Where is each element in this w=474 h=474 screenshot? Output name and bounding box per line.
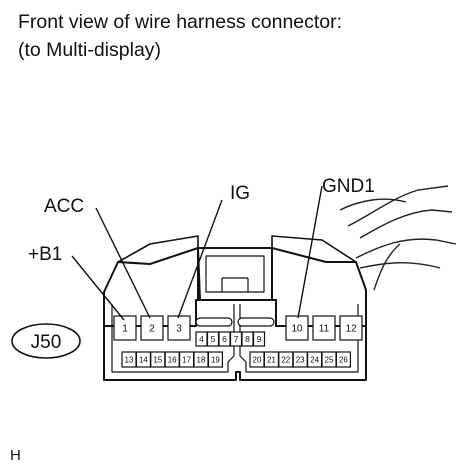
connector-id-badge: J50 — [11, 323, 81, 359]
pin-14: 14 — [135, 351, 151, 368]
pin-number: 21 — [267, 355, 276, 364]
wire-harness — [339, 185, 457, 291]
connector-slots — [195, 317, 275, 327]
pin-number: 13 — [125, 355, 134, 364]
pin-cavity — [252, 331, 266, 347]
pin-number: 7 — [234, 334, 239, 344]
pin-1: 1 — [113, 315, 137, 341]
pin-8: 8 — [241, 331, 254, 347]
pin-number: 12 — [345, 324, 357, 335]
label-gnd1: GND1 — [322, 176, 375, 197]
figure-code: H — [10, 447, 21, 464]
pin-number: 24 — [310, 355, 319, 364]
pin-11: 11 — [312, 315, 336, 341]
label-ig: IG — [230, 183, 250, 204]
label-plus-b1: +B1 — [28, 244, 62, 265]
leader-gnd1 — [297, 185, 323, 319]
pin-number: 4 — [199, 334, 204, 344]
pin-19: 19 — [207, 351, 223, 368]
pin-number: 9 — [257, 334, 262, 344]
pin-24: 24 — [307, 351, 323, 368]
pin-number: 23 — [296, 355, 305, 364]
pin-number: 18 — [197, 355, 206, 364]
pin-20: 20 — [249, 351, 265, 368]
pin-number: 26 — [339, 355, 348, 364]
pin-number: 16 — [168, 355, 177, 364]
pin-10: 10 — [285, 315, 309, 341]
pin-15: 15 — [150, 351, 166, 368]
pin-26: 26 — [335, 351, 351, 368]
pin-22: 22 — [278, 351, 294, 368]
connector-housing — [103, 235, 367, 381]
pin-number: 3 — [176, 324, 182, 335]
pin-18: 18 — [193, 351, 209, 368]
pin-number: 19 — [211, 355, 220, 364]
pin-9: 9 — [252, 331, 266, 347]
pin-7: 7 — [229, 331, 243, 347]
pin-number: 2 — [149, 324, 155, 335]
pin-4: 4 — [195, 331, 208, 347]
leader-acc — [95, 207, 151, 319]
pin-number: 25 — [325, 355, 334, 364]
pin-6: 6 — [218, 331, 231, 347]
pin-number: 15 — [153, 355, 162, 364]
pin-number: 14 — [139, 355, 148, 364]
pin-21: 21 — [263, 351, 279, 368]
pin-25: 25 — [321, 351, 337, 368]
pin-2: 2 — [140, 315, 164, 341]
label-acc: ACC — [44, 196, 84, 217]
pin-cavity — [312, 315, 336, 341]
diagram-subtitle: (to Multi-display) — [18, 39, 162, 61]
pin-12: 12 — [339, 315, 363, 341]
pin-number: 20 — [253, 355, 262, 364]
connector-id: J50 — [31, 332, 62, 353]
pin-cavity — [335, 351, 351, 368]
pin-cavity — [113, 315, 137, 341]
leader-plus-b1 — [71, 255, 125, 321]
pin-cavity — [207, 351, 223, 368]
leader-lines — [71, 185, 323, 321]
pin-13: 13 — [121, 351, 137, 368]
pin-17: 17 — [179, 351, 195, 368]
pin-number: 17 — [182, 355, 191, 364]
pin-number: 1 — [122, 324, 128, 335]
pin-16: 16 — [164, 351, 180, 368]
pin-23: 23 — [292, 351, 308, 368]
pin-cavity — [285, 315, 309, 341]
pin-cavity — [140, 315, 164, 341]
pin-number: 8 — [245, 334, 250, 344]
pin-number: 5 — [211, 334, 216, 344]
diagram-title: Front view of wire harness connector: — [18, 11, 343, 33]
pin-row-bottom: 13 14 15 16 17 18 19 20 21 22 23 24 25 26 — [121, 351, 351, 368]
pin-cavity — [339, 315, 363, 341]
pin-3: 3 — [167, 315, 191, 341]
pin-number: 10 — [291, 324, 303, 335]
pin-5: 5 — [206, 331, 220, 347]
pin-number: 11 — [319, 324, 330, 335]
leader-ig — [177, 199, 223, 319]
pin-number: 22 — [281, 355, 290, 364]
pin-number: 6 — [222, 334, 227, 344]
